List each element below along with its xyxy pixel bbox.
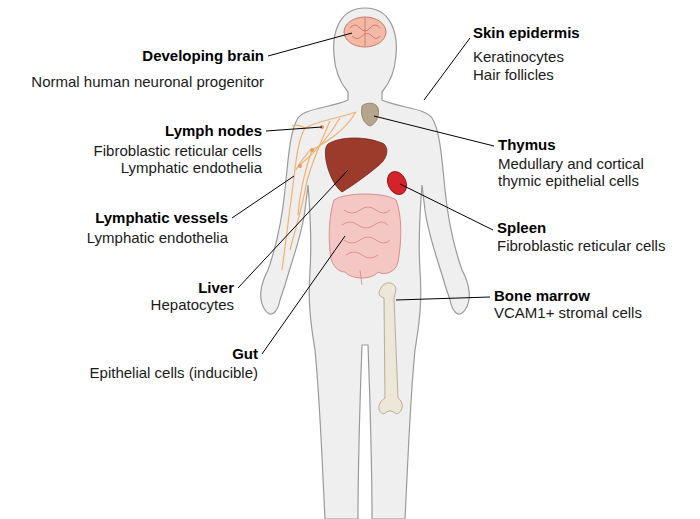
organ-label: Bone marrow (494, 287, 590, 304)
organ-label: Gut (232, 345, 258, 362)
lymph-nodes (298, 125, 324, 168)
cell-type-label: Lymphatic endothelia (87, 229, 228, 246)
organ-label: Spleen (497, 219, 546, 236)
organ-label: Skin epidermis (473, 24, 580, 41)
organ-label: Liver (198, 279, 234, 296)
cell-type-label: Fibroblastic reticular cells (94, 142, 262, 159)
organ-label: Developing brain (142, 47, 264, 64)
brain (344, 17, 386, 47)
cell-type-label: Fibroblastic reticular cells (497, 237, 665, 254)
cell-type-label: Epithelial cells (inducible) (90, 364, 258, 381)
cell-type-label: VCAM1+ stromal cells (494, 304, 642, 321)
leader-lines (232, 33, 494, 354)
cell-type-label: Normal human neuronal progenitor (31, 73, 264, 90)
organ-label: Lymphatic vessels (95, 209, 228, 226)
organ-label: Lymph nodes (165, 122, 262, 139)
intestines (329, 194, 401, 285)
cell-type-label: Lymphatic endothelia (121, 159, 262, 176)
body-outline (261, 8, 470, 519)
cell-type-label: Medullary and cortical thymic epithelial… (498, 155, 678, 189)
spleen (384, 168, 410, 197)
cell-type-label: Hepatocytes (151, 296, 234, 313)
cell-type-label: Keratinocytes (473, 48, 564, 65)
organ-label: Thymus (498, 136, 556, 153)
thymus (361, 103, 378, 126)
femur-bone (379, 283, 402, 414)
cell-type-label: Hair follicles (473, 66, 554, 83)
